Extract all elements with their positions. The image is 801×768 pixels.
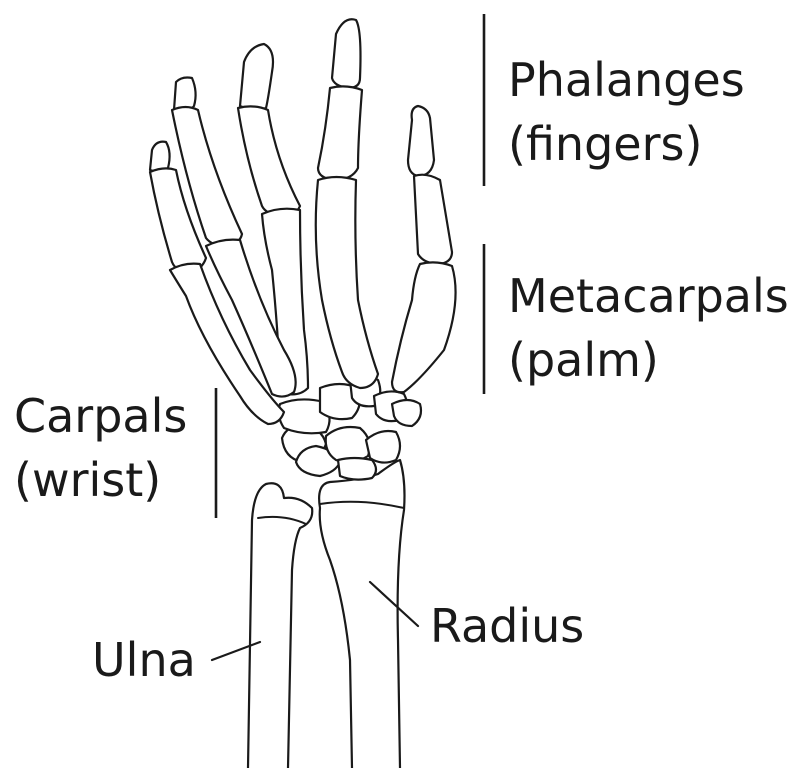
carpals-label: Carpals bbox=[14, 389, 187, 443]
carpals-sublabel: (wrist) bbox=[14, 453, 161, 507]
middle-finger-bones bbox=[316, 19, 378, 388]
ulna-label: Ulna bbox=[92, 633, 196, 687]
metacarpals-sublabel: (palm) bbox=[508, 333, 659, 387]
thumb-bones bbox=[392, 106, 456, 392]
ulna-bone bbox=[248, 483, 312, 768]
radius-bone bbox=[319, 460, 404, 768]
phalanges-sublabel: (fingers) bbox=[508, 117, 702, 171]
metacarpals-label: Metacarpals bbox=[508, 269, 789, 323]
radius-label: Radius bbox=[430, 599, 584, 653]
phalanges-label: Phalanges bbox=[508, 53, 745, 107]
